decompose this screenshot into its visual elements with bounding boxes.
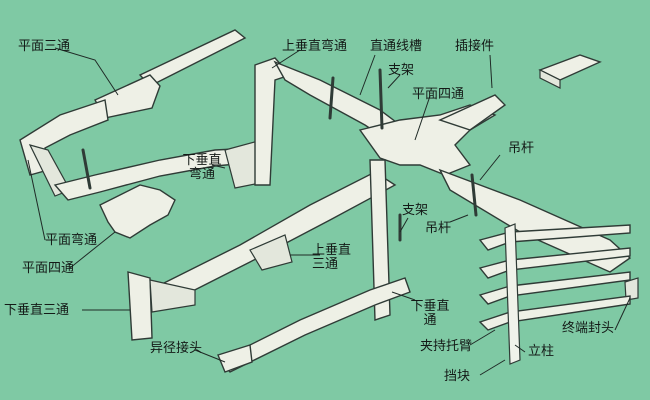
label-straight-tray: 直通线槽 [370,39,423,54]
leader-rod-upper [479,154,501,181]
leader-plane-tee [54,47,119,96]
leader-cross-right [414,95,431,141]
label-end-cap: 终端封头 [562,321,615,336]
right-upper-run [438,94,507,131]
leader-cross-left [69,231,116,269]
end-cap [624,277,639,301]
upper-vertical-tee [249,234,293,271]
reducer-joint [217,344,253,373]
down-vertical-straight [369,159,391,321]
leader-reducer [194,349,226,363]
label-upper-vertical-tee: 上垂直三通 [312,243,352,272]
label-reducer-joint: 异径接头 [150,341,203,356]
leader-arm [469,329,496,346]
leader-bracket-mid [399,217,409,233]
label-rod-upper: 吊杆 [508,141,535,156]
label-plane-tee: 平面三通 [18,39,71,54]
label-clamp-arm: 夹持托臂 [420,339,473,354]
leader-endcap [614,297,631,331]
label-down-vertical-straight: 下垂直通 [410,299,450,328]
label-bracket-top: 支架 [388,63,415,78]
leader-column [514,344,526,353]
label-bracket-mid: 支架 [402,203,429,218]
right-long-run [438,168,632,273]
leader-upper-elbow [271,49,301,69]
label-plane-cross-left: 平面四通 [22,261,75,276]
label-plane-cross-right: 平面四通 [412,87,465,102]
leader-bracket-top [387,74,401,89]
leader-stop [479,359,506,376]
leader-straight-tray [359,54,376,96]
leader-plane-elbow [27,159,46,241]
label-insert-piece: 插接件 [455,39,495,54]
column [504,223,521,365]
plane-elbow [19,99,109,176]
label-stop-block: 挡块 [444,369,471,384]
label-rod-mid: 吊杆 [425,221,452,236]
main-diagonal-run [148,171,397,306]
rod-1 [81,148,92,190]
insert-piece-front [539,69,561,89]
label-plane-elbow: 平面弯通 [45,233,98,248]
rod-2 [328,76,335,120]
leader-insert [489,54,493,89]
rod-3 [378,68,384,130]
down-vertical-tee-branch [149,279,196,313]
rod-4 [470,173,478,217]
leader-down-straight [391,291,416,301]
label-down-vertical-tee: 下垂直三通 [4,303,70,318]
label-down-vertical-elbow: 下垂直弯通 [182,153,222,182]
bottom-run [218,277,411,373]
leader-rod-mid [449,214,469,223]
leader-down-elbow [211,164,226,169]
upper-straight-tray [138,29,247,87]
upper-vertical-elbow [254,57,292,186]
left-plane-cross [99,184,176,239]
down-vertical-tee [127,271,153,341]
label-upper-vertical-elbow: 上垂直弯通 [282,39,348,54]
label-column: 立柱 [528,344,555,359]
